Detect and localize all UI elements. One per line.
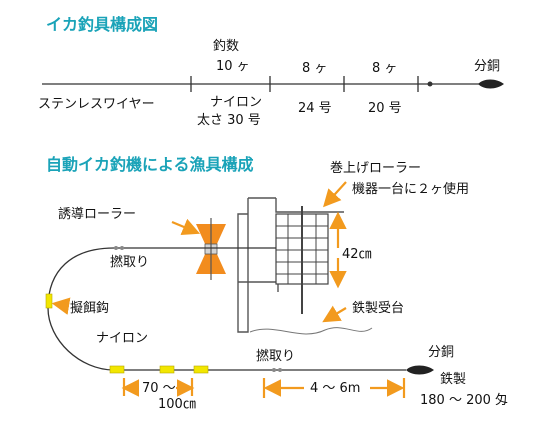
stand-arrow (322, 305, 347, 323)
upper-swivel-a (114, 246, 118, 250)
sinker-label: 分銅 (428, 345, 454, 360)
hook-count-label: 釣数 (213, 38, 239, 54)
swivel-dot (427, 81, 433, 87)
guide-roller (196, 218, 226, 280)
stand-label: 鉄製受台 (352, 301, 404, 316)
squid-jig-upper (45, 293, 53, 309)
nylon-label: ナイロン (96, 331, 148, 346)
spacing-label-2: 100㎝ (158, 397, 196, 412)
sinker-material: 鉄製 (440, 372, 466, 387)
machine-frame-left (237, 197, 276, 333)
spacing-label-1: 70 ～ (142, 381, 176, 396)
sinker-weight-icon (478, 79, 504, 89)
machine-frame-mid (238, 281, 279, 292)
stand-edge (249, 327, 373, 335)
segment-steel-wire: ステンレスワイヤー (38, 97, 155, 112)
squid-jig-1 (109, 365, 125, 374)
squid-jig-3 (193, 365, 209, 374)
guide-roller-arrow (171, 218, 201, 236)
hook-count-mid: 8 ヶ (302, 61, 327, 76)
weight-label-top: 分銅 (474, 59, 500, 74)
hook-count-right: 8 ヶ (372, 61, 397, 76)
lower-swivel-b (278, 368, 282, 372)
machine-frame-top (275, 198, 344, 213)
lower-swivel-a (272, 368, 276, 372)
sinker-icon (406, 365, 434, 375)
lower-swivel-label: 撚取り (256, 349, 295, 364)
upper-swivel-b (120, 246, 124, 250)
squid-jig-label: 擬餌鈎 (70, 300, 109, 316)
jig-arrow (51, 297, 71, 315)
section2-title: 自動イカ釣機による漁具構成 (46, 155, 254, 174)
roller-arrow (323, 181, 347, 208)
winch-roller-label: 巻上げローラー (330, 161, 421, 176)
segment-nylon-thickness: 太さ 30 号 (197, 113, 261, 128)
upper-swivel-label: 撚取り (110, 255, 149, 270)
winding-drum (275, 206, 329, 314)
segment-24: 24 号 (298, 101, 332, 116)
section1-title: イカ釣具構成図 (46, 15, 158, 34)
hook-count-value: 10 ヶ (216, 59, 250, 74)
sinker-weight-range: 180 ～ 200 匁 (420, 393, 508, 408)
drum-height-label: 42㎝ (342, 247, 372, 262)
winch-roller-note: 機器一台に２ヶ使用 (352, 181, 469, 197)
segment-20: 20 号 (368, 101, 402, 116)
segment-nylon: ナイロン (210, 95, 262, 110)
squid-jig-2 (159, 365, 175, 374)
segment-length-label: 4 ～ 6m (310, 381, 360, 396)
guide-roller-label: 誘導ローラー (58, 207, 136, 222)
